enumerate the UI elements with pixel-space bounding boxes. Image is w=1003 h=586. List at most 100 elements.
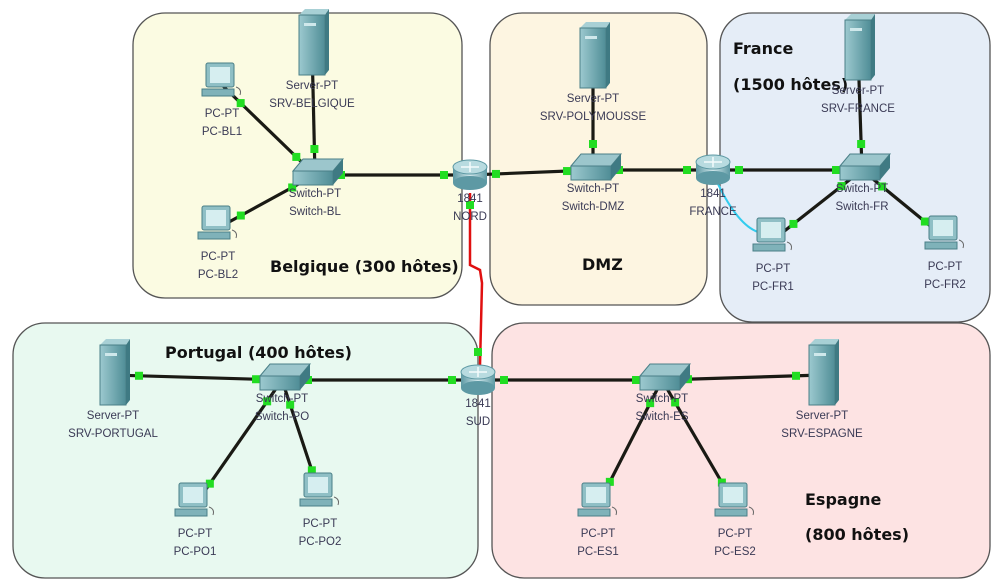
port-indicator (440, 171, 448, 179)
switch-side (333, 159, 343, 185)
port-indicator (474, 348, 482, 356)
device-name: SRV-FRANCE (821, 103, 895, 115)
pc-keyboard (299, 498, 333, 507)
server-icon (100, 339, 130, 345)
device-model: PC-PT (201, 251, 236, 263)
server-icon (845, 14, 875, 20)
port-indicator (252, 375, 261, 384)
port-indicator (920, 217, 929, 226)
ethernet-cable[interactable] (772, 168, 863, 242)
device-model: Server-PT (286, 80, 338, 92)
pc-mouse-cable (235, 86, 241, 96)
device-model: Server-PT (567, 93, 619, 105)
device-model: 1841 (465, 398, 491, 410)
device-srv-france[interactable]: Server-PT SRV-FRANCE (821, 14, 895, 115)
server-drive (304, 23, 316, 26)
port-indicator (837, 182, 846, 191)
device-name: PC-ES2 (714, 546, 756, 558)
port-indicator (310, 145, 319, 154)
device-name: Switch-FR (835, 201, 888, 213)
port-indicator (134, 371, 143, 380)
switch-side (611, 154, 621, 180)
device-model: PC-PT (718, 528, 753, 540)
pc-screen (723, 487, 743, 503)
link-france-switch-fr[interactable] (713, 166, 862, 174)
server-drive (105, 353, 117, 356)
server-drive (850, 28, 862, 31)
link-france-pc-fr1[interactable] (717, 183, 759, 233)
serial-cable[interactable] (468, 193, 484, 366)
link-srv-portugal-switch-po[interactable] (112, 371, 283, 384)
port-indicator (735, 166, 743, 174)
port-indicator (292, 152, 301, 161)
router-icon (453, 176, 487, 190)
server-icon (299, 9, 329, 15)
link-switch-po-pc-po1[interactable] (193, 379, 284, 506)
pc-keyboard (197, 231, 231, 240)
server-side (835, 339, 839, 405)
pc-mouse-cable (208, 506, 214, 516)
device-model: Switch-PT (567, 183, 619, 195)
link-switch-fr-pc-fr1[interactable] (772, 168, 863, 242)
pc-mouse-cable (748, 506, 754, 516)
zone-title: Espagne (805, 490, 882, 509)
device-name: Switch-ES (635, 411, 688, 423)
device-model: Server-PT (832, 85, 884, 97)
console-cable[interactable] (717, 183, 759, 233)
router-arrows (469, 367, 487, 377)
device-model: PC-PT (178, 528, 213, 540)
device-model: PC-PT (205, 108, 240, 120)
device-model: Switch-PT (836, 183, 888, 195)
port-indicator (878, 182, 887, 191)
device-name: NORD (453, 211, 487, 223)
port-indicator (646, 399, 655, 408)
pc-screen (183, 487, 203, 503)
link-pc-bl1-switch-bl[interactable] (220, 83, 317, 177)
pc-mouse-cable (231, 229, 237, 239)
server-side (871, 14, 875, 80)
server-icon (580, 22, 610, 28)
device-name: Switch-DMZ (562, 201, 625, 213)
server-icon (298, 14, 326, 76)
port-indicator (491, 169, 500, 178)
device-switch-dmz[interactable]: Switch-PT Switch-DMZ (562, 153, 625, 213)
device-model: 1841 (700, 188, 726, 200)
link-nord-sud[interactable] (466, 193, 484, 366)
switch-icon (259, 375, 301, 391)
device-name: Switch-PO (255, 411, 309, 423)
device-srv-belgique[interactable]: Server-PT SRV-BELGIQUE (269, 9, 355, 110)
server-side (325, 9, 329, 75)
device-pc-es2[interactable]: PC-PT PC-ES2 (714, 482, 756, 558)
pc-keyboard (752, 243, 786, 252)
pc-mouse-cable (333, 496, 339, 506)
device-switch-po[interactable]: Switch-PT Switch-PO (255, 363, 312, 423)
switch-icon (292, 170, 334, 186)
zone-title: (1500 hôtes) (733, 75, 848, 94)
pc-mouse-cable (786, 241, 792, 251)
device-name: SRV-BELGIQUE (269, 98, 355, 110)
pc-screen (206, 210, 226, 226)
link-sud-switch-es[interactable] (478, 376, 662, 384)
pc-screen (586, 487, 606, 503)
switch-icon (639, 375, 681, 391)
device-name: PC-PO2 (299, 536, 342, 548)
device-model: Switch-PT (256, 393, 308, 405)
device-name: SRV-PORTUGAL (68, 428, 158, 440)
device-switch-fr[interactable]: Switch-PT Switch-FR (835, 153, 892, 213)
